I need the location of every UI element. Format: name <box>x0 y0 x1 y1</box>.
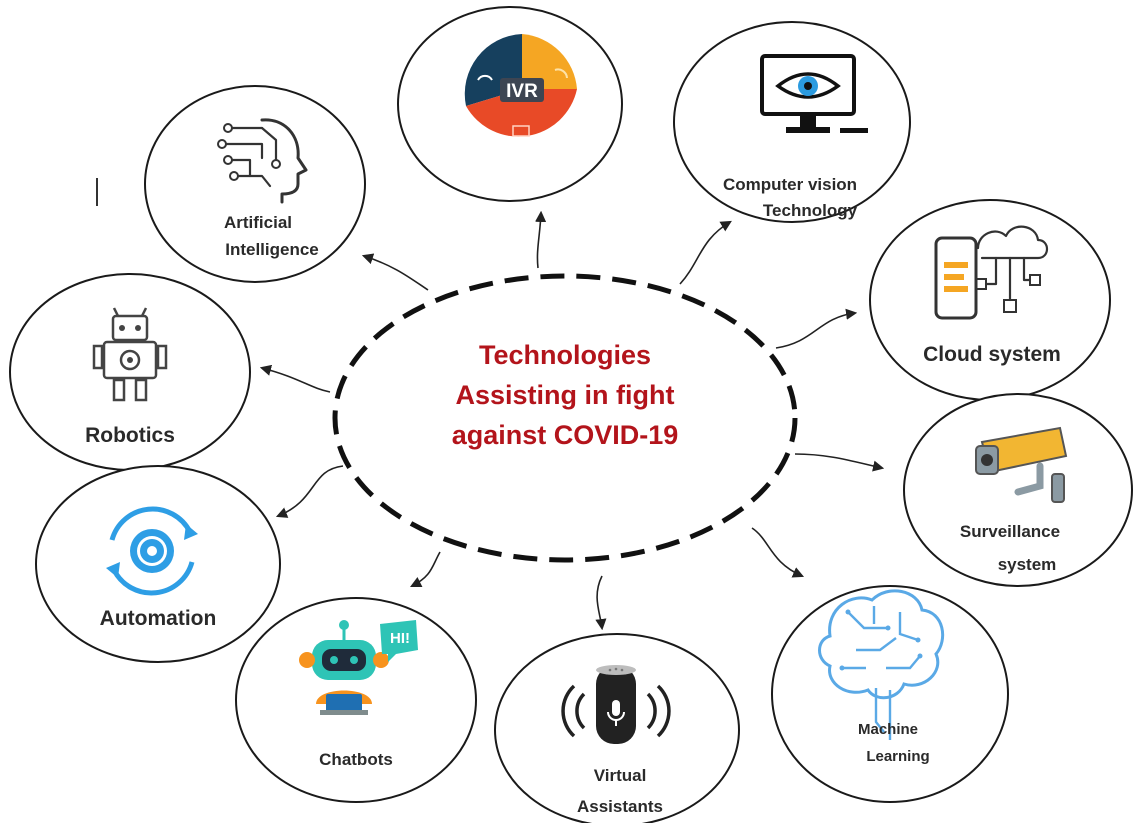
connector-robotics <box>259 364 331 393</box>
node-ai: Artificial Intelligence <box>144 85 366 283</box>
connector-machine-learning <box>751 527 805 578</box>
node-computer-vision: Computer vision Technology <box>673 21 911 223</box>
virtual-assistants-label-line2: Assistants <box>577 797 663 816</box>
connector-surveillance <box>794 453 885 472</box>
monitor-eye-icon <box>760 54 868 133</box>
ai-head-icon <box>217 118 308 204</box>
center-dashed-ellipse <box>332 273 798 563</box>
surveillance-label-line1: Surveillance <box>960 522 1060 541</box>
computer-vision-label-line2: Technology <box>763 201 858 220</box>
chatbots-label: Chatbots <box>319 750 393 769</box>
node-chatbots: HI! Chatbots <box>235 597 477 803</box>
node-ivr: IVR <box>397 6 623 202</box>
connector-computer-vision <box>679 220 732 285</box>
node-robotics: Robotics <box>9 273 251 471</box>
cctv-camera-icon <box>975 426 1068 503</box>
center-hub: Technologies Assisting in fight against … <box>332 273 798 563</box>
center-title-line2: Assisting in fight <box>456 380 675 410</box>
circuit-brain-icon <box>818 589 945 740</box>
center-title-line3: against COVID-19 <box>452 420 679 450</box>
node-virtual-assistants: Virtual Assistants <box>494 633 740 823</box>
computer-vision-label-line1: Computer vision <box>723 175 857 194</box>
robot-icon <box>92 307 168 402</box>
ivr-icon-text: IVR <box>506 81 538 102</box>
ivr-icon: IVR <box>464 34 577 137</box>
connector-virtual-assistants <box>595 575 607 631</box>
node-cloud-circle <box>869 199 1111 401</box>
surveillance-label-line2: system <box>998 555 1057 574</box>
ai-label-line2: Intelligence <box>225 240 319 259</box>
connector-automation <box>275 465 344 518</box>
center-title-line1: Technologies <box>479 340 651 370</box>
node-automation: Automation <box>35 465 281 663</box>
machine-learning-label-line1: Machine <box>858 721 918 738</box>
chatbot-icon: HI! <box>299 620 418 715</box>
cloud-phone-icon <box>934 225 1049 320</box>
connector-ai <box>361 253 429 291</box>
node-surveillance: Surveillance system <box>903 393 1133 587</box>
connector-cloud <box>775 308 858 349</box>
gear-cycle-icon <box>106 506 198 596</box>
node-machine-learning: Machine Learning <box>771 585 1009 803</box>
chatbot-bubble-text: HI! <box>390 630 410 647</box>
robotics-label: Robotics <box>85 424 175 447</box>
virtual-assistants-label-line1: Virtual <box>594 766 647 785</box>
connector-ivr <box>535 210 547 269</box>
ai-label-line1: Artificial <box>224 213 292 232</box>
smart-speaker-icon <box>561 665 671 744</box>
cloud-label: Cloud system <box>923 343 1061 366</box>
node-ai-circle <box>144 85 366 283</box>
node-cloud: Cloud system <box>869 199 1111 401</box>
connectors <box>259 210 885 631</box>
connector-chatbots <box>409 551 441 588</box>
machine-learning-label-line2: Learning <box>866 748 929 765</box>
automation-label: Automation <box>100 607 217 630</box>
